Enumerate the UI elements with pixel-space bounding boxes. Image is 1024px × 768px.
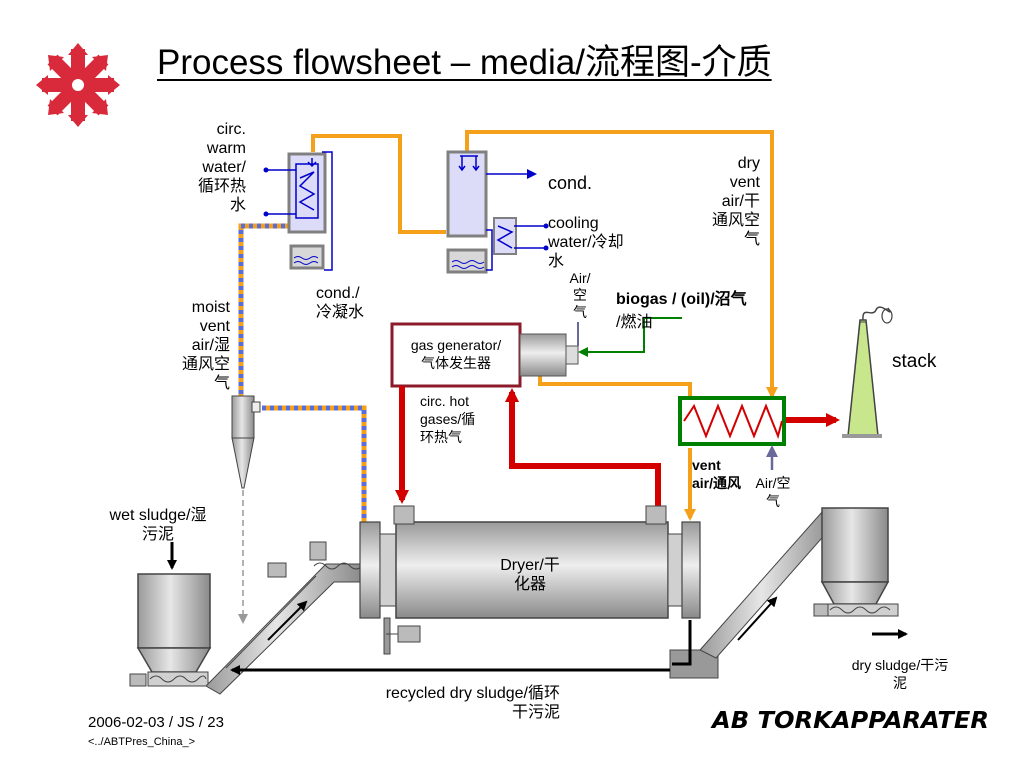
label-moist-vent-air: moist vent air/湿 通风空 气 <box>181 299 230 392</box>
label-wet-sludge: wet sludge/湿 污泥 <box>109 507 207 543</box>
condenser-right <box>446 150 549 274</box>
label-circ-warm-water: circ. warm water/ 循环热 水 <box>197 121 246 214</box>
recycled-sludge-line <box>230 620 692 675</box>
label-air-gas-generator: Air/ 空 气 <box>569 270 591 320</box>
footer-date: 2006-02-03 / JS / 23 <box>88 714 224 731</box>
label-dry-vent-air: dry vent air/干 通风空 气 <box>711 155 760 248</box>
cyclone <box>231 395 261 624</box>
label-stack: stack <box>892 351 937 372</box>
label-cond: cond. <box>548 173 593 193</box>
label-air-heat-exchanger: Air/空 气 <box>755 475 791 509</box>
label-gas-generator: gas generator/ 气体发生器 <box>410 337 502 371</box>
moist-vent-air-line <box>238 223 367 522</box>
label-dry-sludge: dry sludge/干污 泥 <box>851 657 949 691</box>
dryer <box>359 505 701 655</box>
label-condensate: cond./ 冷凝水 <box>316 285 365 321</box>
heat-exchanger <box>678 396 786 470</box>
dry-sludge-silo <box>813 507 908 639</box>
condenser-left <box>263 151 333 271</box>
stack <box>842 306 893 438</box>
label-oil: /燃油 <box>616 314 653 331</box>
label-biogas: biogas / (oil)/沼气 <box>616 291 747 308</box>
wet-sludge-hopper <box>129 542 212 687</box>
company-logo-icon <box>36 43 120 127</box>
brand-logo: AB TORKAPPARATER <box>712 708 989 734</box>
label-recycled-dry-sludge: recycled dry sludge/循环 干污泥 <box>385 685 560 721</box>
warm-water-line <box>311 130 778 521</box>
footer-path: <../ABTPres_China_> <box>88 736 196 748</box>
label-cooling-water: cooling water/冷却 水 <box>548 215 624 270</box>
gas-generator <box>390 317 682 388</box>
label-circ-hot-gases: circ. hot gases/循 环热气 <box>420 393 476 445</box>
hot-gas-line <box>395 386 840 506</box>
label-dryer: Dryer/干 化器 <box>500 557 560 593</box>
label-vent-air: vent air/通风 <box>692 457 742 491</box>
discharge-screw-conveyor <box>669 511 837 679</box>
page-title: Process flowsheet – media/流程图-介质 <box>157 43 772 82</box>
